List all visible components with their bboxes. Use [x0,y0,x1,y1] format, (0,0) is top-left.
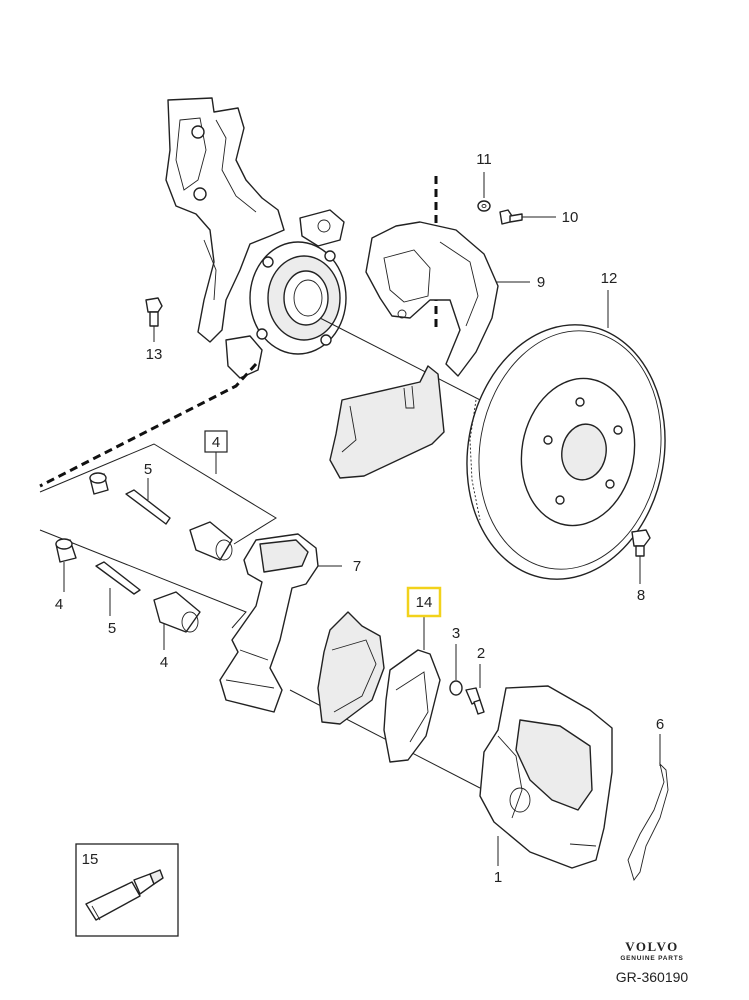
callout-box-14: 14 [406,586,442,618]
bushing-4-upper [189,521,233,561]
callout-14-highlighted: 14 [416,594,433,611]
brand-tagline: GENUINE PARTS [620,955,683,962]
wear-sensor-6 [627,762,669,881]
callout-2: 2 [477,645,485,662]
bushing-4-lower-cap [55,538,77,563]
callout-6: 6 [656,716,664,733]
callout-7: 7 [353,558,361,575]
callout-15: 15 [82,851,99,868]
callout-box-4: 4 [204,430,228,453]
callout-3: 3 [452,625,460,642]
guide-dashed-line-knuckle [39,362,258,488]
bolt-8 [631,529,651,557]
callout-13: 13 [146,346,163,363]
callout-5-upper: 5 [144,461,152,478]
callout-4-kit: 4 [212,434,220,451]
callout-4-lower-left: 4 [55,596,63,613]
caliper-carrier-7 [219,533,319,713]
brand-name: VOLVO [625,939,678,954]
brake-pad-inner [317,611,385,725]
bolt-10 [499,209,523,225]
callout-9: 9 [537,274,545,291]
guide-line-box4 [39,443,277,545]
callout-8: 8 [637,587,645,604]
callout-10: 10 [562,209,579,226]
bushing-4-upper-cap [89,472,109,495]
dust-cap-3 [449,680,463,696]
guide-line-carrier [39,529,247,629]
pad-upper [329,365,445,479]
volvo-genuine-parts-logo: VOLVO GENUINE PARTS [620,939,683,962]
guide-pin-5-lower [95,561,141,595]
brake-caliper-1 [479,685,613,869]
washer-11 [477,200,491,212]
bleeder-screw-2 [465,687,485,715]
inset-box-15: 15 [75,843,179,937]
guide-line-hub-rotor [319,317,489,405]
splash-shield [365,221,499,377]
callout-5-lower: 5 [108,620,116,637]
bushing-4-lower [153,591,201,633]
callout-4-lower: 4 [160,654,168,671]
callout-11: 11 [476,151,492,168]
grease-tube-icon [85,869,164,921]
wheel-hub [249,241,347,355]
brake-pad-outer [383,649,441,763]
diagram-reference-number: GR-360190 [616,969,689,985]
callout-12: 12 [601,270,618,287]
brake-disc [466,324,666,580]
callout-1: 1 [494,869,502,886]
bolt-13 [145,297,163,327]
guide-pin-5-upper [125,489,171,525]
